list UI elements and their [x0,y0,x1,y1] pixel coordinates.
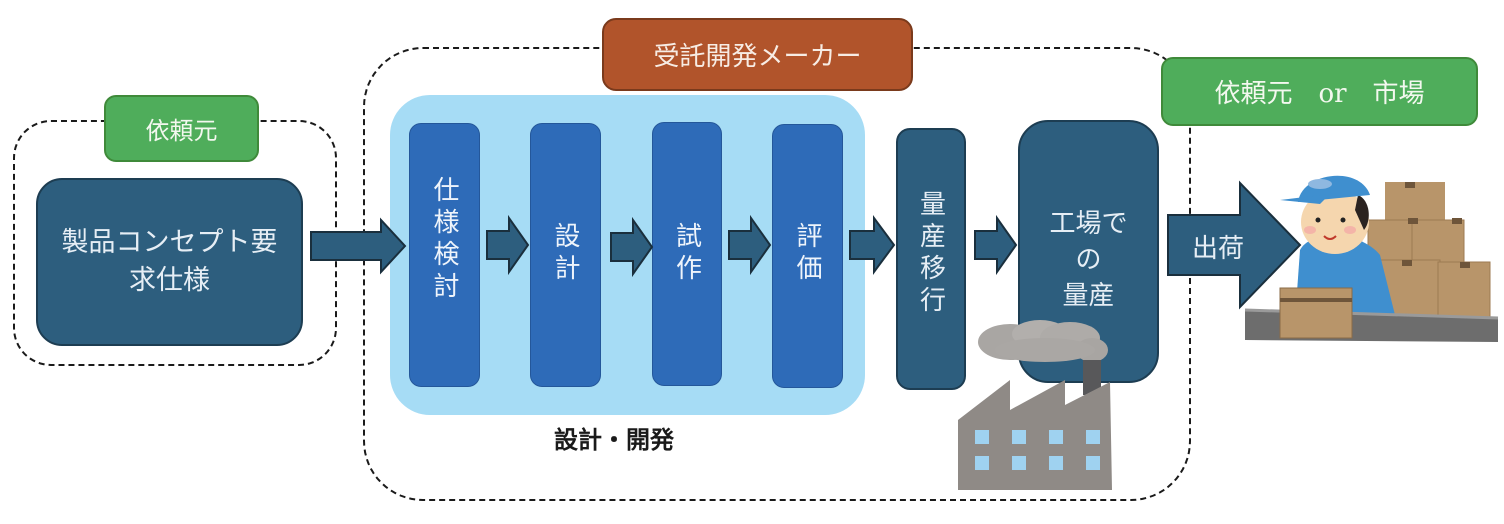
arrow-to-design [486,214,530,276]
contractor-label-text: 受託開発メーカー [653,42,862,72]
design-dev-caption-text: 設計・開発 [554,426,674,454]
destination-label-text: 依頼元 or 市場 [1214,79,1425,109]
product-concept-line2: 求仕様 [129,265,210,296]
step-evaluation: 評価 [772,124,843,388]
step-transfer-label: 量産移行 [915,190,946,318]
arrow-to-factory [974,214,1018,276]
product-concept-box: 製品コンセプト要 求仕様 [36,178,303,346]
product-concept-line1: 製品コンセプト要 [61,227,278,258]
smoke-icon [978,320,1108,362]
arrow-to-prototype [610,216,654,278]
step-spec-review-label: 仕様検討 [429,176,459,304]
step-design: 設計 [530,123,601,387]
shipping-label: 出荷 [1192,228,1244,265]
factory-line3: 量産 [1062,281,1115,311]
arrow-to-transfer [849,214,896,276]
factory-line1: 工場で [1049,209,1128,239]
contractor-label: 受託開発メーカー [602,18,913,91]
step-mass-production-transfer: 量産移行 [896,128,966,390]
design-dev-caption: 設計・開発 [554,420,674,455]
shipping-arrow [1167,180,1302,310]
step-evaluation-label: 評価 [792,222,822,286]
factory-line2: の [1075,245,1102,275]
destination-label: 依頼元 or 市場 [1161,57,1478,126]
step-prototype-label: 試作 [671,222,702,286]
arrow-to-spec-review [310,217,407,275]
step-prototype: 試作 [652,122,722,386]
shipping-label-text: 出荷 [1192,234,1245,264]
step-design-label: 設計 [550,222,580,286]
client-label: 依頼元 [104,95,259,162]
arrow-to-evaluation [728,214,772,276]
worker-shipping-icon [1244,175,1499,342]
step-spec-review: 仕様検討 [409,123,480,387]
client-label-text: 依頼元 [145,117,218,145]
factory-icon [958,320,1112,490]
